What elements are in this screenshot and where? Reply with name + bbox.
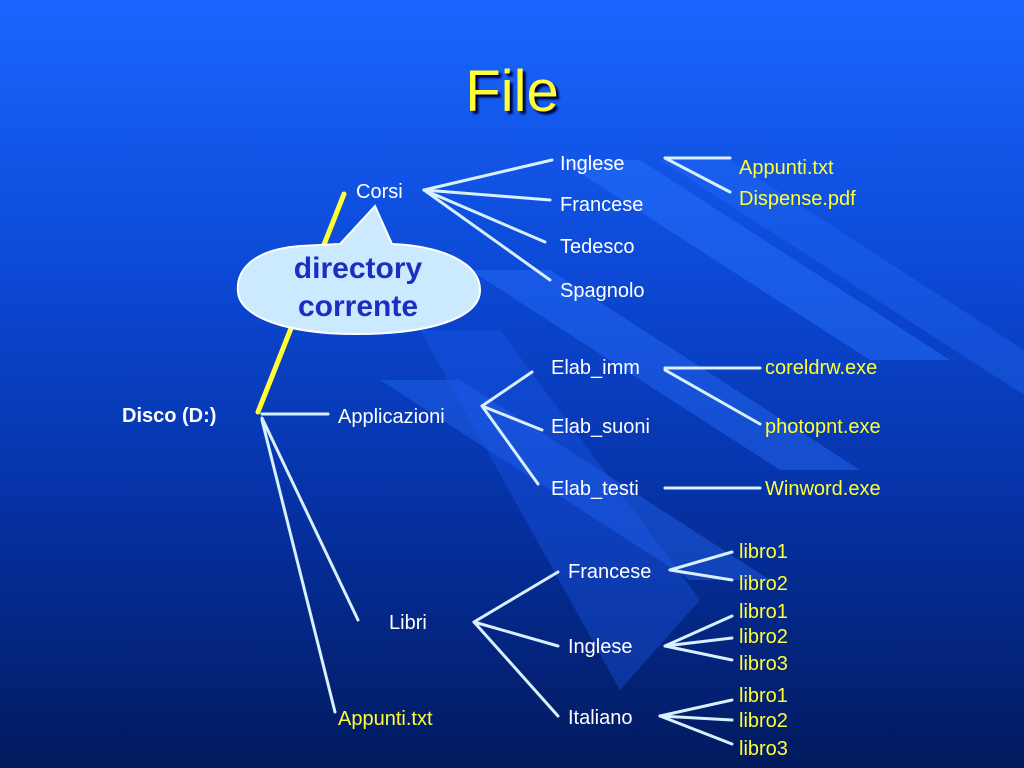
- file-francese-libro1[interactable]: libro1: [739, 541, 788, 563]
- file-root-appunti-txt[interactable]: Appunti.txt: [338, 708, 433, 730]
- node-libri-inglese[interactable]: Inglese: [568, 636, 633, 658]
- node-libri-italiano[interactable]: Italiano: [568, 707, 633, 729]
- connector-root-libri: [260, 416, 360, 622]
- node-applicazioni[interactable]: Applicazioni: [338, 406, 445, 428]
- node-elab-suoni[interactable]: Elab_suoni: [551, 416, 650, 438]
- node-root[interactable]: Disco (D:): [122, 405, 217, 427]
- callout-label: directory corrente: [242, 250, 474, 326]
- file-francese-libro2[interactable]: libro2: [739, 573, 788, 595]
- node-corsi-inglese[interactable]: Inglese: [560, 153, 625, 175]
- node-corsi-tedesco[interactable]: Tedesco: [560, 236, 635, 258]
- file-italiano-libro3[interactable]: libro3: [739, 738, 788, 760]
- callout-line2: corrente: [297, 290, 419, 323]
- callout-line1: directory: [293, 252, 423, 285]
- node-corsi[interactable]: Corsi: [356, 181, 403, 203]
- node-libri-francese[interactable]: Francese: [568, 561, 652, 583]
- file-winword-exe[interactable]: Winword.exe: [765, 478, 881, 500]
- file-appunti-txt[interactable]: Appunti.txt: [739, 157, 834, 179]
- file-inglese-libro1[interactable]: libro1: [739, 601, 788, 623]
- connector-root-appunti: [260, 418, 337, 714]
- file-photopnt-exe[interactable]: photopnt.exe: [765, 416, 881, 438]
- node-corsi-francese[interactable]: Francese: [560, 194, 644, 216]
- file-dispense-pdf[interactable]: Dispense.pdf: [739, 188, 856, 210]
- callout-bubble: [236, 204, 482, 336]
- node-elab-imm[interactable]: Elab_imm: [551, 357, 640, 379]
- slide-title: File: [465, 59, 559, 124]
- node-elab-testi[interactable]: Elab_testi: [551, 478, 639, 500]
- file-inglese-libro3[interactable]: libro3: [739, 653, 788, 675]
- file-inglese-libro2[interactable]: libro2: [739, 626, 788, 648]
- node-libri[interactable]: Libri: [389, 612, 427, 634]
- file-italiano-libro1[interactable]: libro1: [739, 685, 788, 707]
- file-coreldrw-exe[interactable]: coreldrw.exe: [765, 357, 878, 379]
- node-corsi-spagnolo[interactable]: Spagnolo: [560, 280, 645, 302]
- file-italiano-libro2[interactable]: libro2: [739, 710, 788, 732]
